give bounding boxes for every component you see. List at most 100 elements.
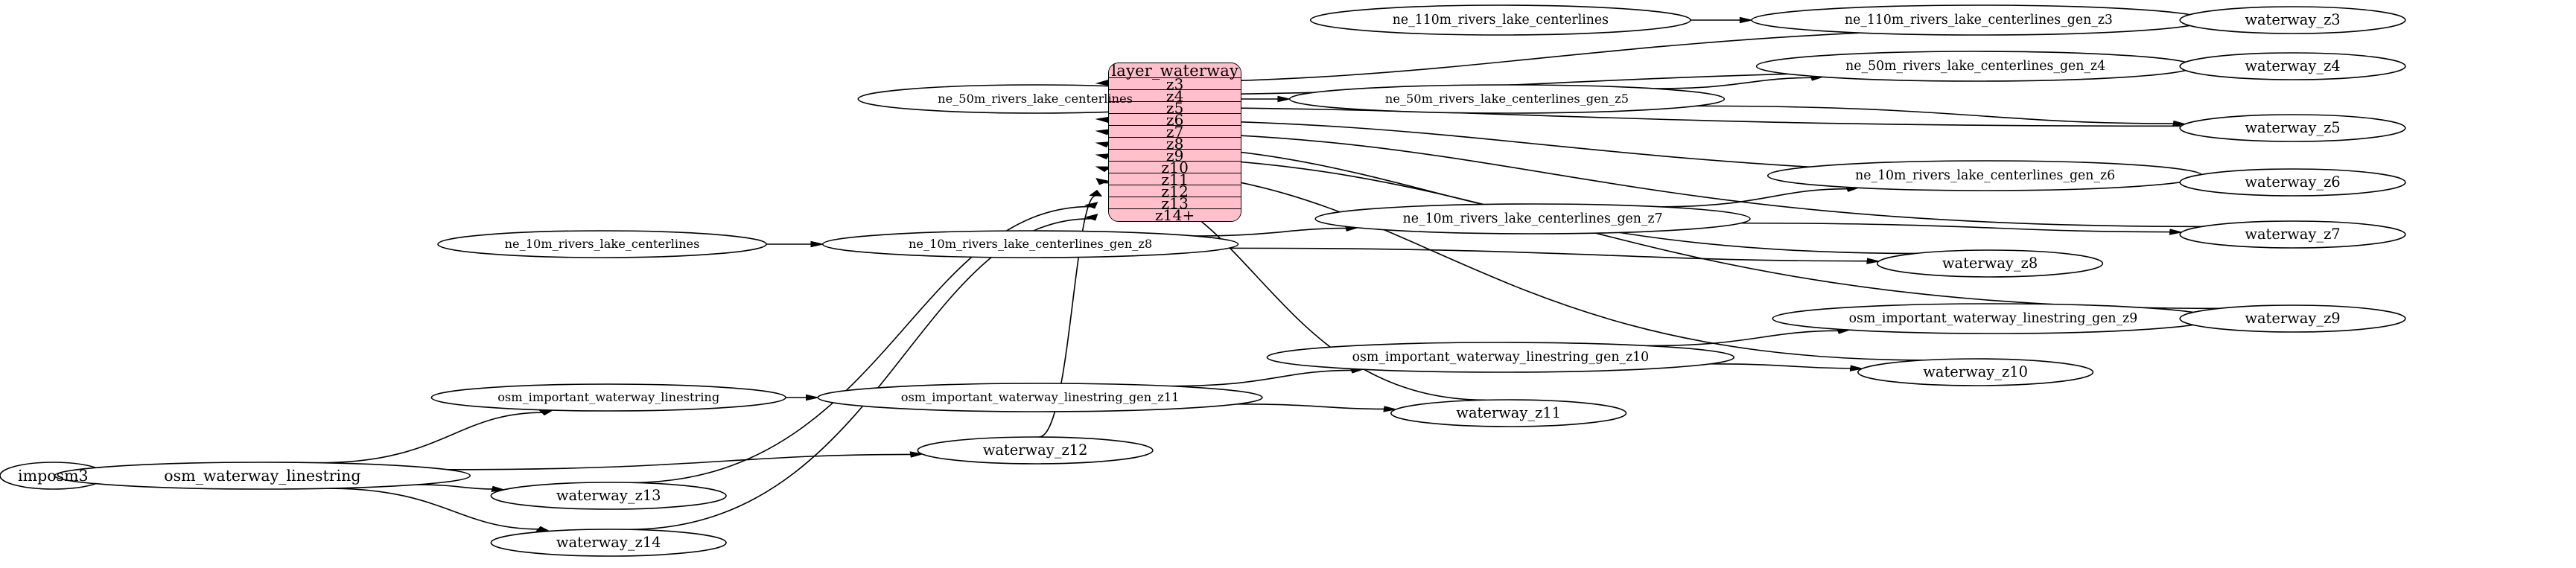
- node-ne_110m_rivers_lake_centerlines_gen_z3[interactable]: [1752, 5, 2206, 35]
- edge-ne_10m_rivers_lake_centerlines_gen_z8-to-ne_10m_rivers_lake_centerlines_gen_z7: [1194, 229, 1346, 236]
- node-shape: [431, 384, 786, 411]
- nodes-layer: [0, 5, 2405, 556]
- record-row-z11[interactable]: z11: [1109, 170, 1241, 188]
- record-row-z12[interactable]: z12: [1109, 182, 1241, 200]
- edge-ne_50m_rivers_lake_centerlines_gen_z5-to-waterway_z5: [1696, 106, 2174, 124]
- node-waterway_z3[interactable]: [2180, 7, 2405, 33]
- edge-arrowhead: [1095, 129, 1110, 135]
- node-shape: [818, 383, 1262, 412]
- record-row-z9[interactable]: z9: [1109, 147, 1241, 165]
- node-ne_110m_rivers_lake_centerlines[interactable]: [1311, 5, 1691, 35]
- node-shape: [55, 462, 471, 489]
- node-waterway_z12[interactable]: [917, 437, 1153, 464]
- edge-waterway_z5-to-layer_waterway-z5: [1108, 107, 2181, 126]
- edge-arrowhead: [1739, 16, 1754, 24]
- edge-osm_waterway_linestring-to-waterway_z12: [448, 454, 911, 469]
- record-row-z10[interactable]: z10: [1109, 159, 1241, 176]
- node-shape: [1290, 85, 1725, 113]
- node-shape: [823, 231, 1238, 258]
- edge-arrowhead: [1095, 141, 1110, 148]
- node-waterway_z6[interactable]: [2180, 169, 2405, 196]
- edge-osm_important_waterway_linestring_gen_z10-to-waterway_z10: [1710, 364, 1851, 368]
- node-shape: [2180, 115, 2405, 141]
- edge-arrowhead: [2172, 120, 2187, 127]
- node-waterway_z4[interactable]: [2180, 53, 2405, 80]
- edge-waterway_z14-to-layer_waterway-z14+: [629, 219, 1090, 529]
- edge-arrowhead: [538, 409, 554, 416]
- node-shape: [2180, 169, 2405, 196]
- edge-arrowhead: [2169, 229, 2184, 235]
- node-waterway_z11[interactable]: [1391, 400, 1626, 427]
- node-waterway_z10[interactable]: [1858, 359, 2093, 386]
- record-row-z14+[interactable]: z14+: [1109, 206, 1241, 221]
- node-waterway_z13[interactable]: [491, 482, 726, 509]
- node-osm_important_waterway_linestring_gen_z10[interactable]: [1267, 342, 1734, 372]
- edge-osm_waterway_linestring-to-waterway_z14: [328, 488, 539, 529]
- node-shape: [1267, 342, 1734, 372]
- edge-arrowhead: [1383, 406, 1398, 412]
- edge-arrowhead: [1095, 178, 1110, 185]
- node-shape: [438, 231, 766, 258]
- node-ne_50m_rivers_lake_centerlines_gen_z5[interactable]: [1290, 85, 1725, 113]
- node-shape: [1757, 51, 2195, 81]
- edge-ne_50m_rivers_lake_centerlines_gen_z5-to-ne_50m_rivers_lake_centerlines_gen_z4: [1655, 77, 1811, 89]
- node-ne_50m_rivers_lake_centerlines_gen_z4[interactable]: [1757, 51, 2195, 81]
- edge-arrowhead: [1089, 189, 1103, 197]
- node-shape: [2180, 305, 2405, 332]
- node-ne_10m_rivers_lake_centerlines_gen_z6[interactable]: [1768, 161, 2203, 191]
- node-shape: [917, 437, 1153, 464]
- node-osm_important_waterway_linestring_gen_z9[interactable]: [1772, 304, 2213, 334]
- record-row-z3[interactable]: z3: [1109, 75, 1241, 93]
- record-row-z4[interactable]: z4: [1109, 87, 1241, 105]
- node-ne_10m_rivers_lake_centerlines_gen_z8[interactable]: [823, 231, 1238, 258]
- edge-osm_important_waterway_linestring_gen_z10-to-osm_important_waterway_linestring_gen_z9: [1647, 331, 1838, 345]
- edge-arrowhead: [1095, 153, 1110, 160]
- edge-osm_waterway_linestring-to-waterway_z13: [417, 485, 493, 489]
- node-shape: [2180, 7, 2405, 33]
- node-ne_10m_rivers_lake_centerlines_gen_z7[interactable]: [1315, 204, 1750, 234]
- record-row-z7[interactable]: z7: [1109, 123, 1241, 141]
- node-shape: [491, 529, 726, 556]
- node-shape: [1391, 400, 1626, 427]
- node-ne_10m_rivers_lake_centerlines[interactable]: [438, 231, 766, 258]
- edge-ne_10m_rivers_lake_centerlines_gen_z8-to-waterway_z8: [1229, 248, 1868, 261]
- node-shape: [1768, 161, 2203, 191]
- edge-arrowhead: [1095, 79, 1110, 86]
- edge-arrowhead: [1095, 116, 1110, 124]
- node-waterway_z7[interactable]: [2180, 221, 2405, 248]
- edge-waterway_z7-to-layer_waterway-z7: [1108, 132, 2202, 226]
- record-row-z5[interactable]: z5: [1109, 99, 1241, 117]
- node-waterway_z8[interactable]: [1877, 250, 2103, 277]
- edge-waterway_z12-to-layer_waterway-z12: [1039, 196, 1095, 437]
- edge-ne_10m_rivers_lake_centerlines_gen_z7-to-waterway_z7: [1741, 223, 2171, 232]
- record-row-z13[interactable]: z13: [1109, 194, 1241, 212]
- edge-ne_10m_rivers_lake_centerlines_gen_z7-to-ne_10m_rivers_lake_centerlines_gen_z6: [1659, 189, 1847, 207]
- edge-arrowhead: [1095, 166, 1111, 173]
- edge-arrowhead: [1866, 258, 1881, 264]
- node-shape: [1311, 5, 1691, 35]
- edge-arrowhead: [810, 240, 825, 248]
- node-shape: [2180, 221, 2405, 248]
- edge-arrowhead: [1849, 365, 1864, 371]
- node-osm_important_waterway_linestring_gen_z11[interactable]: [818, 383, 1262, 412]
- node-waterway_z5[interactable]: [2180, 115, 2405, 141]
- edge-waterway_z13-to-layer_waterway-z13: [631, 207, 1090, 483]
- node-shape: [1315, 204, 1750, 234]
- node-waterway_z14[interactable]: [491, 529, 726, 556]
- edge-arrowhead: [909, 451, 924, 458]
- edge-osm_important_waterway_linestring_gen_z11-to-osm_important_waterway_linestring_gen_z10: [1171, 370, 1352, 386]
- node-waterway_z9[interactable]: [2180, 305, 2405, 332]
- node-shape: [1858, 359, 2093, 386]
- record-row-z8[interactable]: z8: [1109, 135, 1241, 153]
- edge-arrowhead: [1084, 202, 1098, 209]
- record-row-z6[interactable]: z6: [1109, 111, 1241, 129]
- node-shape: [491, 482, 726, 509]
- edge-arrowhead: [806, 394, 820, 401]
- node-osm_important_waterway_linestring[interactable]: [431, 384, 786, 411]
- node-osm_waterway_linestring[interactable]: [55, 462, 471, 489]
- node-shape: [1752, 5, 2206, 35]
- edge-arrowhead: [1277, 95, 1292, 103]
